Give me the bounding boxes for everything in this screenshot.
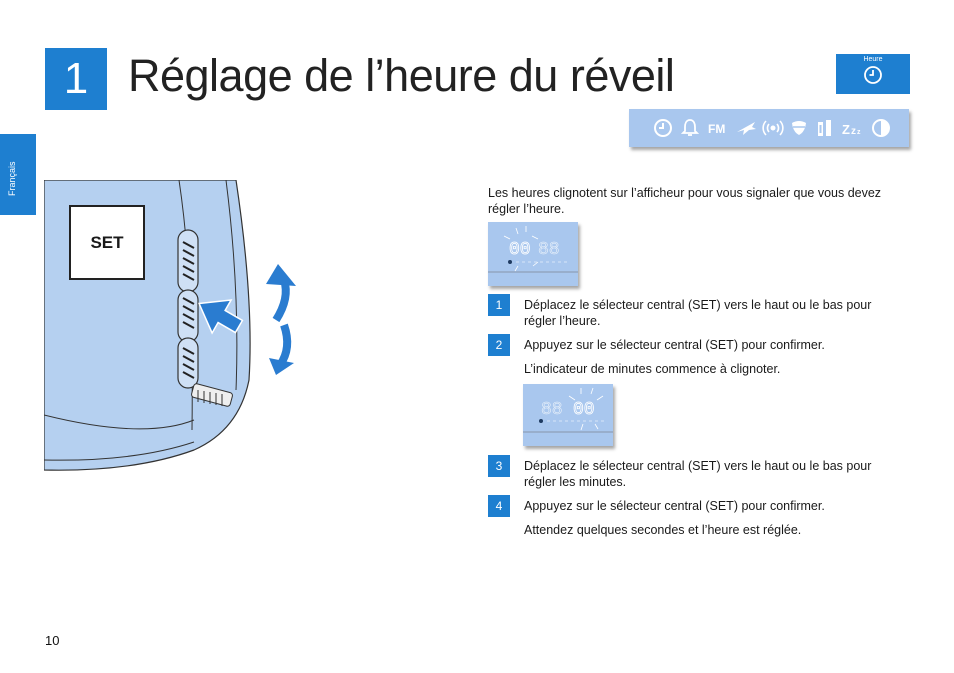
bottles-icon [818,120,831,136]
step-number-badge: 1 [488,294,510,316]
fm-icon: FM [708,122,725,136]
clock-icon [654,119,672,137]
step-text: Déplacez le sélecteur central (SET) vers… [524,298,872,328]
heure-tab-label: Heure [863,56,883,63]
step-result-note: L’indicateur de minutes commence à clign… [524,362,781,376]
step-text: Appuyez sur le sélecteur central (SET) p… [524,338,825,352]
plane-icon [737,122,756,135]
svg-text:z: z [851,126,856,137]
page-number: 10 [45,633,60,648]
language-label: Français [7,161,17,196]
step-number-badge: 2 [488,334,510,356]
contrast-icon [872,119,890,137]
svg-text:88: 88 [538,240,560,260]
svg-text:00: 00 [573,400,595,420]
step-number-badge: 4 [488,495,510,517]
step-text: Déplacez le sélecteur central (SET) vers… [524,459,872,489]
svg-text:00: 00 [509,240,531,260]
clock-icon [864,66,882,84]
set-button-label: SET [69,205,145,280]
svg-text:Z: Z [842,122,850,137]
step-text: Appuyez sur le sélecteur central (SET) p… [524,499,825,513]
sleep-icon: Z z z [842,122,861,137]
svg-text:88: 88 [541,400,563,420]
shield-icon [792,121,806,135]
display-hours-blinking: 00 88 [488,222,578,286]
bell-icon [681,119,699,136]
language-tab: Français [0,134,36,215]
function-icon-bar: FM Z z z [629,109,909,147]
intro-text: Les heures clignotent sur l’afficheur po… [488,186,882,216]
svg-text:z: z [857,129,861,136]
chapter-number-badge: 1 [45,48,107,110]
step-result-note: Attendez quelques secondes et l’heure es… [524,523,802,537]
display-minutes-blinking: 88 00 [523,384,613,446]
page-title: Réglage de l’heure du réveil [128,50,675,101]
heure-tab: Heure [836,54,910,94]
broadcast-icon [762,120,784,136]
svg-text:FM: FM [708,122,725,136]
step-number-badge: 3 [488,455,510,477]
